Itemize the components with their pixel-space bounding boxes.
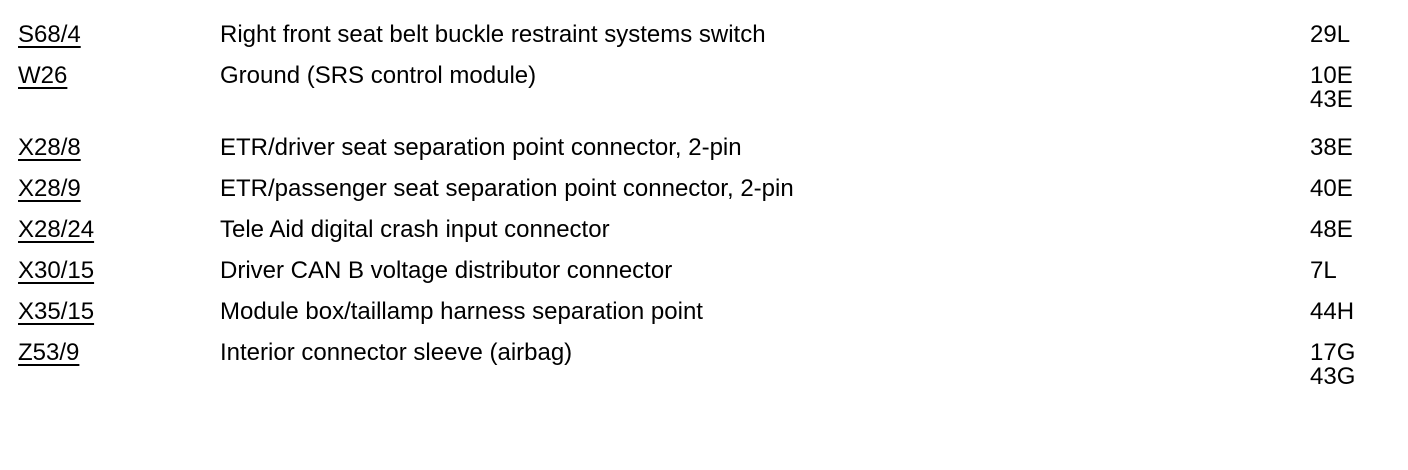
component-description: ETR/driver seat separation point connect… xyxy=(220,134,742,161)
table-row: S68/4 Right front seat belt buckle restr… xyxy=(18,23,1408,47)
component-code-link[interactable]: X28/9 xyxy=(18,175,81,202)
table-row: Z53/9 Interior connector sleeve (airbag)… xyxy=(18,341,1408,389)
table-row: X28/9 ETR/passenger seat separation poin… xyxy=(18,177,1408,201)
component-description: Module box/taillamp harness separation p… xyxy=(220,298,703,325)
location-codes: 48E xyxy=(1310,218,1408,242)
location-codes: 29L xyxy=(1310,23,1408,47)
component-code-link[interactable]: X35/15 xyxy=(18,298,95,325)
component-description: Interior connector sleeve (airbag) xyxy=(220,339,573,366)
component-code-link[interactable]: Z53/9 xyxy=(18,339,80,366)
component-code-link[interactable]: X28/24 xyxy=(18,216,95,243)
table-row: X28/8 ETR/driver seat separation point c… xyxy=(18,136,1408,160)
table-row: X28/24 Tele Aid digital crash input conn… xyxy=(18,218,1408,242)
location-code: 48E xyxy=(1310,216,1353,243)
component-code-link[interactable]: X30/15 xyxy=(18,257,95,284)
table-row: X30/15 Driver CAN B voltage distributor … xyxy=(18,259,1408,283)
location-code: 43E xyxy=(1310,86,1353,113)
location-codes: 44H xyxy=(1310,300,1408,324)
location-code: 40E xyxy=(1310,175,1353,202)
location-codes: 7L xyxy=(1310,259,1408,283)
location-code: 7L xyxy=(1310,257,1337,284)
component-description: Ground (SRS control module) xyxy=(220,62,537,89)
location-code: 38E xyxy=(1310,134,1353,161)
location-code: 17G xyxy=(1310,339,1356,366)
location-code: 43G xyxy=(1310,363,1356,390)
component-legend-table: S68/4 Right front seat belt buckle restr… xyxy=(18,23,1408,389)
location-code: 44H xyxy=(1310,298,1355,325)
component-code-link[interactable]: W26 xyxy=(18,62,68,89)
component-code-link[interactable]: S68/4 xyxy=(18,21,81,48)
table-row: X35/15 Module box/taillamp harness separ… xyxy=(18,300,1408,324)
component-description: ETR/passenger seat separation point conn… xyxy=(220,175,794,202)
component-description: Driver CAN B voltage distributor connect… xyxy=(220,257,673,284)
location-code: 29L xyxy=(1310,21,1351,48)
component-description: Tele Aid digital crash input connector xyxy=(220,216,610,243)
component-description: Right front seat belt buckle restraint s… xyxy=(220,21,766,48)
location-codes: 40E xyxy=(1310,177,1408,201)
location-codes: 38E xyxy=(1310,136,1408,160)
component-code-link[interactable]: X28/8 xyxy=(18,134,81,161)
location-code: 10E xyxy=(1310,62,1353,89)
